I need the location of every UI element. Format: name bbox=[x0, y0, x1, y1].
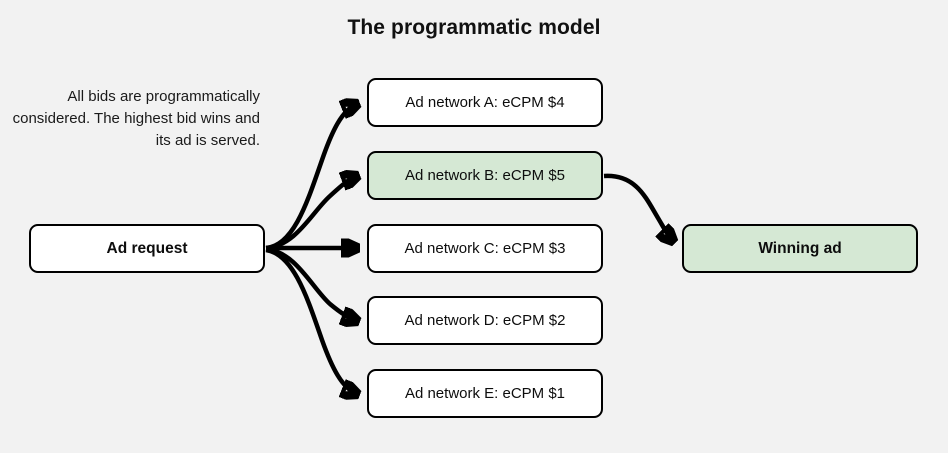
explanatory-caption: All bids are programmatically considered… bbox=[12, 88, 260, 149]
edge-ad-request-to-network-b bbox=[265, 176, 357, 251]
page-title: The programmatic model bbox=[347, 16, 601, 39]
node-ad-network-d[interactable]: Ad network D: eCPM $2 bbox=[367, 296, 603, 345]
node-ad-network-a-label: Ad network A: eCPM $4 bbox=[405, 94, 565, 111]
edge-ad-request-to-network-a bbox=[265, 104, 357, 251]
node-ad-network-c[interactable]: Ad network C: eCPM $3 bbox=[367, 224, 603, 273]
edge-ad-request-to-network-d bbox=[265, 246, 357, 321]
edge-network-b-to-winning-ad bbox=[603, 173, 673, 241]
node-ad-network-e-label: Ad network E: eCPM $1 bbox=[404, 385, 566, 402]
node-ad-request[interactable]: Ad request bbox=[29, 224, 265, 273]
node-winning-ad-label: Winning ad bbox=[758, 239, 842, 257]
node-winning-ad[interactable]: Winning ad bbox=[682, 224, 918, 273]
node-ad-network-a[interactable]: Ad network A: eCPM $4 bbox=[367, 78, 603, 127]
node-ad-network-d-label: Ad network D: eCPM $2 bbox=[404, 312, 566, 329]
node-ad-network-c-label: Ad network C: eCPM $3 bbox=[404, 240, 566, 257]
node-ad-network-b-label: Ad network B: eCPM $5 bbox=[404, 167, 566, 184]
node-ad-request-label: Ad request bbox=[106, 239, 188, 257]
node-ad-network-b[interactable]: Ad network B: eCPM $5 bbox=[367, 151, 603, 200]
node-ad-network-e[interactable]: Ad network E: eCPM $1 bbox=[367, 369, 603, 418]
edge-ad-request-to-network-e bbox=[265, 247, 357, 394]
